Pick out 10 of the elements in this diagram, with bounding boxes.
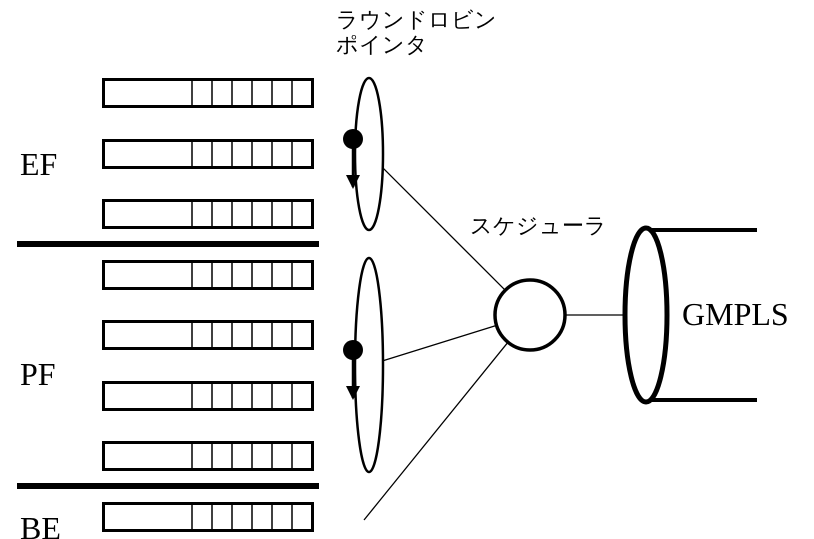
connector-line — [382, 167, 506, 291]
link-label: GMPLS — [682, 298, 789, 330]
pointer-label: ラウンドロビンポインタ — [336, 8, 498, 58]
scheduler-label: スケジューラ — [470, 214, 608, 239]
class-label: EF — [20, 148, 58, 180]
connector-line — [565, 314, 625, 316]
class-label: PF — [20, 358, 56, 390]
connector-line — [364, 342, 508, 520]
connector-line — [382, 324, 497, 362]
class-label: BE — [20, 512, 61, 539]
